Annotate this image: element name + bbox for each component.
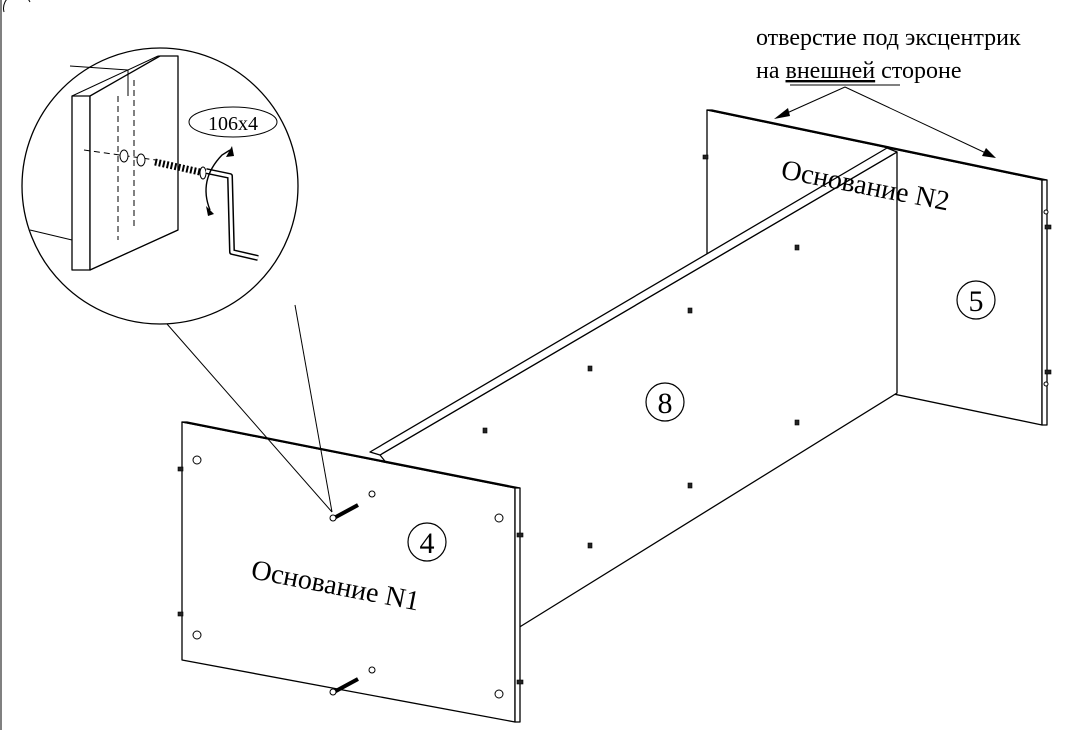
svg-text:4: 4 <box>420 527 435 560</box>
screw-size-label: 106x4 <box>208 113 258 135</box>
note-line-1: отверстие под эксцентрик <box>756 25 1021 51</box>
rotation-arrow-icon <box>205 146 234 216</box>
hole <box>368 666 376 674</box>
note-line-2-suffix: стороне <box>875 58 961 84</box>
eccentric-hole <box>1043 381 1049 387</box>
hole <box>368 490 376 498</box>
hole <box>192 630 202 640</box>
base-n1-side-edge <box>514 487 521 723</box>
eccentric-screw-icon <box>329 677 359 696</box>
step-number-circle-fragment <box>3 0 31 13</box>
note-arrow-left <box>777 86 846 118</box>
part-number-8: 8 <box>645 382 685 422</box>
detail-panel <box>29 55 179 271</box>
note-line-2-underlined: внешней <box>786 58 876 84</box>
dowel <box>1044 224 1052 230</box>
middle-dowels <box>482 244 800 549</box>
hex-key-icon <box>205 168 259 261</box>
svg-text:5: 5 <box>969 285 984 318</box>
note-line-2-prefix: на <box>756 58 786 84</box>
note-line-2: на внешней стороне <box>756 58 961 84</box>
hole <box>494 513 504 523</box>
base-n1-panel <box>177 421 524 723</box>
eccentric-hole-note: отверстие под эксцентрик на внешней стор… <box>756 25 1021 158</box>
eccentric-screw-icon <box>329 503 359 522</box>
part-number-5: 5 <box>956 280 996 320</box>
screw-size-oval <box>188 106 278 138</box>
base-n2-side-edge <box>1041 179 1048 426</box>
zoom-callout: 106x4 <box>21 47 333 513</box>
dowel <box>702 154 709 160</box>
note-arrow-right <box>844 86 991 156</box>
hole <box>494 689 504 699</box>
svg-text:8: 8 <box>658 387 673 420</box>
dowel <box>1044 369 1052 375</box>
eccentric-hole <box>1043 209 1049 215</box>
hole <box>192 455 202 465</box>
part-number-4: 4 <box>407 522 447 562</box>
